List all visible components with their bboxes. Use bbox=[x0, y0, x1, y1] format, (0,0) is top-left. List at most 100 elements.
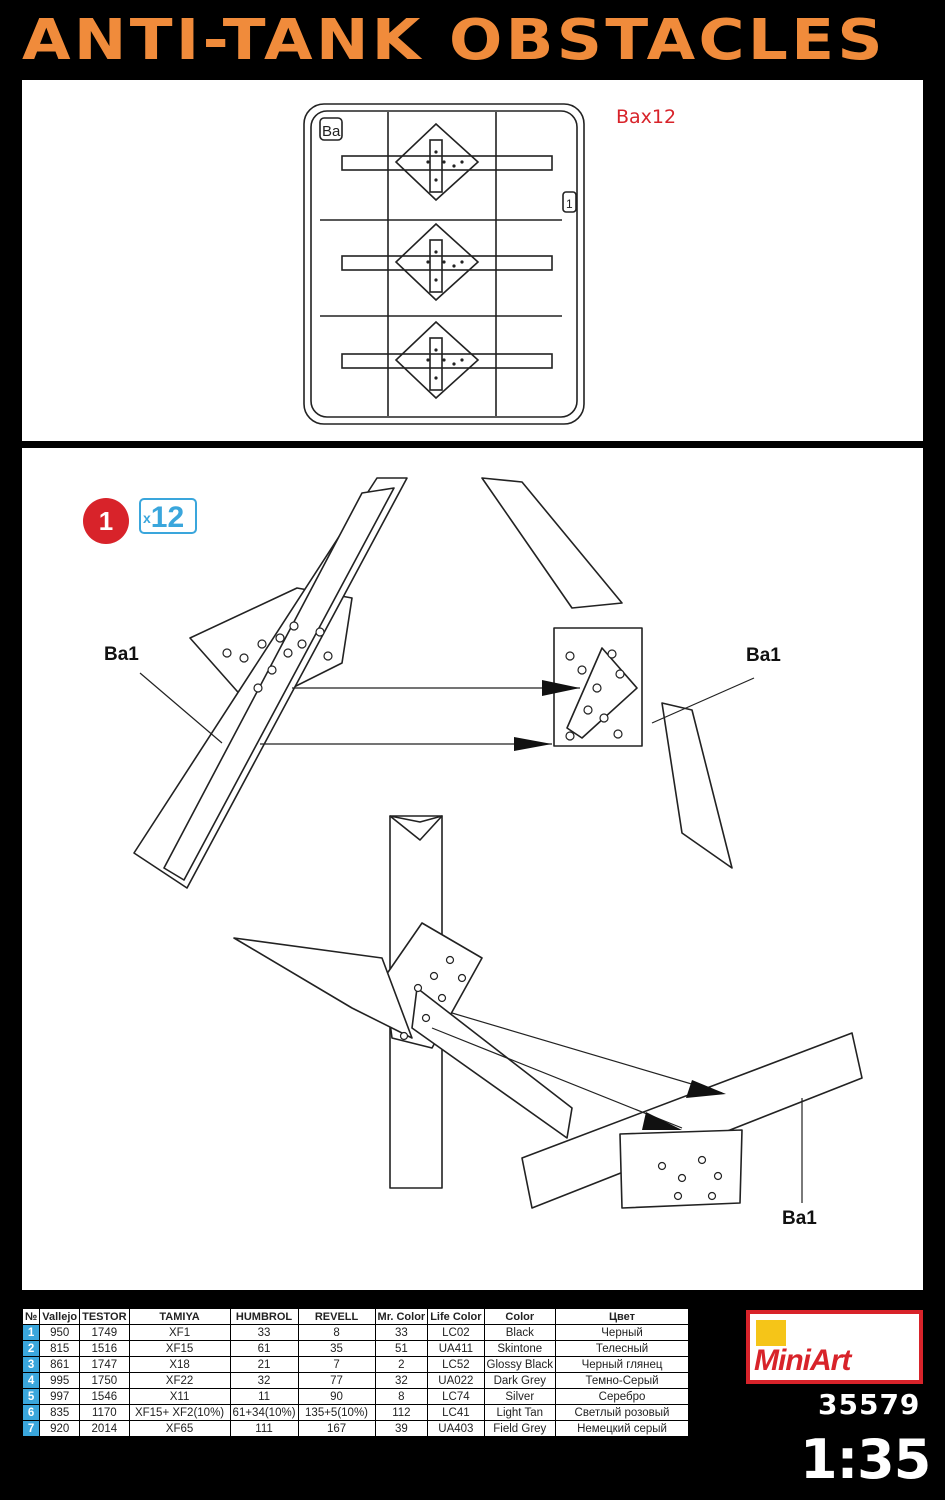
table-cell: XF15+ XF2(10%) bbox=[128, 1404, 231, 1421]
table-cell: X18 bbox=[128, 1356, 231, 1373]
table-cell: 135+5(10%) bbox=[297, 1404, 376, 1421]
table-cell: 77 bbox=[297, 1372, 376, 1389]
table-cell: LC74 bbox=[427, 1388, 485, 1405]
part-label-ba1-bottom: Ba1 bbox=[782, 1208, 817, 1229]
sprue-quantity-label: Bax12 bbox=[616, 106, 677, 128]
table-cell: Серебро bbox=[555, 1388, 690, 1405]
row-number: 5 bbox=[21, 1388, 41, 1405]
table-header: REVELL bbox=[297, 1308, 376, 1325]
table-header: HUMBROL bbox=[229, 1308, 299, 1325]
table-cell: 39 bbox=[374, 1420, 429, 1437]
table-header: TAMIYA bbox=[128, 1308, 231, 1325]
table-cell: XF1 bbox=[128, 1324, 231, 1341]
step-number-badge: 1 bbox=[83, 498, 129, 544]
table-cell: 997 bbox=[39, 1388, 81, 1405]
table-cell: Field Grey bbox=[483, 1420, 557, 1437]
gusset-plate-bottom bbox=[619, 1129, 743, 1209]
title-bar: ANTI-TANK OBSTACLES bbox=[0, 6, 945, 76]
logo-flag-icon bbox=[756, 1320, 786, 1346]
table-header: Color bbox=[483, 1308, 557, 1325]
beam-right-lower bbox=[661, 702, 733, 869]
table-cell: 1749 bbox=[79, 1324, 130, 1341]
beam-bottom-right bbox=[521, 1032, 863, 1209]
table-cell: 167 bbox=[297, 1420, 376, 1437]
table-cell: 920 bbox=[39, 1420, 81, 1437]
table-cell: Немецкий серый bbox=[555, 1420, 690, 1437]
brand-logo: MiniArt bbox=[746, 1310, 923, 1384]
part-label-ba1-right: Ba1 bbox=[746, 645, 781, 666]
table-cell: XF65 bbox=[128, 1420, 231, 1437]
page-title: ANTI-TANK OBSTACLES bbox=[22, 8, 886, 73]
gusset-plate-2 bbox=[394, 222, 480, 302]
table-cell: Silver bbox=[483, 1388, 557, 1405]
quantity-prefix: x bbox=[143, 510, 151, 526]
paint-color-table: № Vallejo TESTOR TAMIYA HUMBROL REVELL M… bbox=[21, 1308, 690, 1437]
table-cell: X11 bbox=[128, 1388, 231, 1405]
part-bar-2 bbox=[341, 255, 553, 271]
step-quantity-badge: x12 bbox=[139, 498, 197, 534]
table-cell: 32 bbox=[229, 1372, 299, 1389]
part-label-ba1-left: Ba1 bbox=[104, 644, 139, 665]
table-cell: Light Tan bbox=[483, 1404, 557, 1421]
callout-leader-left bbox=[139, 672, 223, 744]
gusset-plate-1 bbox=[394, 122, 480, 202]
table-cell: XF22 bbox=[128, 1372, 231, 1389]
table-cell: 2014 bbox=[79, 1420, 130, 1437]
table-cell: LC02 bbox=[427, 1324, 485, 1341]
table-cell: 1546 bbox=[79, 1388, 130, 1405]
table-header-row: № Vallejo TESTOR TAMIYA HUMBROL REVELL M… bbox=[21, 1308, 690, 1325]
table-cell: 111 bbox=[229, 1420, 299, 1437]
arrow-2 bbox=[514, 737, 552, 751]
callout-leader-right bbox=[651, 677, 755, 724]
brand-name: MiniArt bbox=[754, 1344, 851, 1377]
table-cell: 861 bbox=[39, 1356, 81, 1373]
table-cell: 815 bbox=[39, 1340, 81, 1357]
table-cell: 112 bbox=[374, 1404, 429, 1421]
table-cell: 7 bbox=[297, 1356, 376, 1373]
sprue-frame-inner bbox=[310, 110, 578, 418]
table-cell: Темно-Серый bbox=[555, 1372, 690, 1389]
table-cell: 1747 bbox=[79, 1356, 130, 1373]
guide-line-4 bbox=[431, 1027, 683, 1129]
arrow-4 bbox=[642, 1112, 682, 1130]
table-cell: 61 bbox=[229, 1340, 299, 1357]
table-cell: Dark Grey bbox=[483, 1372, 557, 1389]
table-cell: 61+34(10%) bbox=[229, 1404, 299, 1421]
table-cell: 8 bbox=[374, 1388, 429, 1405]
arrow-3 bbox=[686, 1080, 726, 1098]
quantity-value: 12 bbox=[150, 501, 185, 534]
table-cell: LC41 bbox=[427, 1404, 485, 1421]
table-cell: XF15 bbox=[128, 1340, 231, 1357]
row-number: 2 bbox=[21, 1340, 41, 1357]
table-cell: Glossy Black bbox=[483, 1356, 557, 1373]
part-bar-3 bbox=[341, 353, 553, 369]
table-cell: Светлый розовый bbox=[555, 1404, 690, 1421]
table-header: Life Color bbox=[427, 1308, 485, 1325]
sprue-frame bbox=[303, 103, 585, 425]
row-number: 6 bbox=[21, 1404, 41, 1421]
part-bar-1 bbox=[341, 155, 553, 171]
table-cell: 51 bbox=[374, 1340, 429, 1357]
table-cell: 8 bbox=[297, 1324, 376, 1341]
guide-line-3 bbox=[451, 1012, 723, 1094]
gusset-plate-3 bbox=[394, 320, 480, 400]
table-header: TESTOR bbox=[79, 1308, 130, 1325]
sprue-panel: Ba 1 Bax12 bbox=[22, 80, 923, 441]
table-cell: 2 bbox=[374, 1356, 429, 1373]
table-header: Vallejo bbox=[39, 1308, 81, 1325]
table-cell: 11 bbox=[229, 1388, 299, 1405]
row-number: 4 bbox=[21, 1372, 41, 1389]
table-cell: Black bbox=[483, 1324, 557, 1341]
arrow-1 bbox=[542, 680, 580, 696]
kit-number: 35579 bbox=[818, 1388, 921, 1421]
part-number-box bbox=[562, 191, 577, 213]
assembly-drawing bbox=[133, 477, 863, 1209]
table-header: Цвет bbox=[555, 1308, 690, 1325]
sprue-part-number: 1 bbox=[566, 197, 573, 211]
